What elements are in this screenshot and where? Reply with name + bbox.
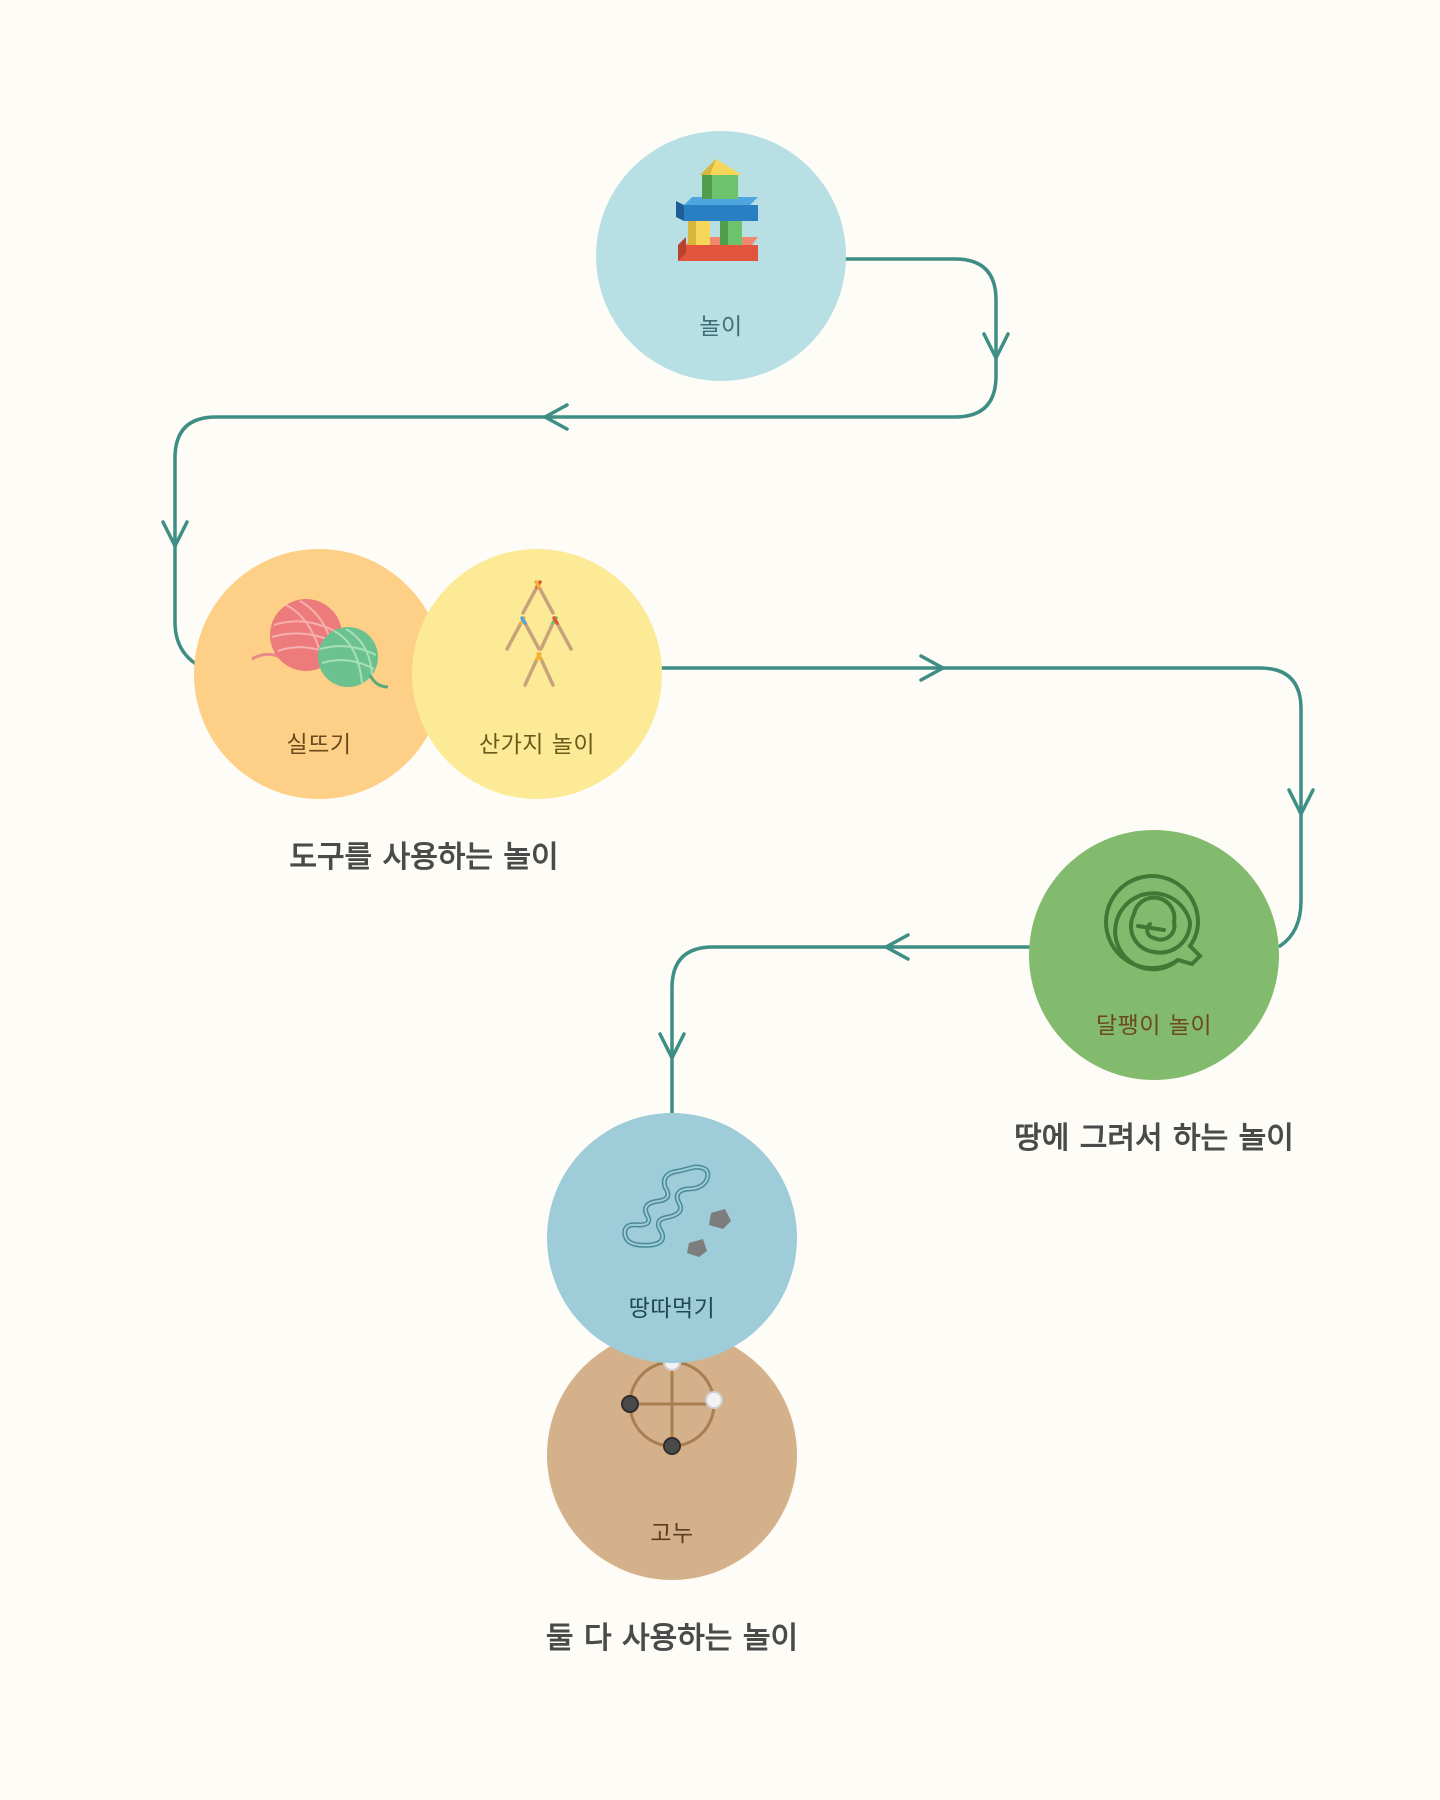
- node-gonu: 고누: [547, 1330, 797, 1580]
- node-land-grab: 땅따먹기: [547, 1113, 797, 1363]
- arrow-down-4: [658, 1032, 686, 1060]
- group-label-ground: 땅에 그려서 하는 놀이: [1014, 1121, 1294, 1156]
- node-play: 놀이: [596, 131, 846, 381]
- connector-play-to-tools: [173, 257, 998, 666]
- node-gonu-label: 고누: [650, 1521, 694, 1547]
- arrow-down-3: [1287, 788, 1315, 816]
- gonu-board-icon: [621, 1353, 723, 1455]
- arrow-left-2: [884, 933, 910, 961]
- node-string-figures: 실뜨기: [194, 549, 444, 799]
- building-blocks-icon: [676, 159, 758, 261]
- group-label-tools: 도구를 사용하는 놀이: [289, 840, 559, 875]
- yarn-balls-icon: [251, 599, 389, 689]
- spiral-icon: [1104, 874, 1203, 972]
- arrow-down-2: [161, 520, 189, 548]
- node-snail: 달팽이 놀이: [1029, 830, 1279, 1080]
- arrow-down-1: [982, 332, 1010, 360]
- node-play-label: 놀이: [699, 314, 743, 340]
- arrow-left-1: [543, 403, 569, 431]
- connector-tools-to-ground: [660, 666, 1303, 948]
- node-sticks-label: 산가지 놀이: [478, 732, 596, 758]
- node-string-figures-label: 실뜨기: [286, 732, 352, 758]
- arrow-right-1: [919, 654, 945, 682]
- node-snail-label: 달팽이 놀이: [1095, 1013, 1213, 1039]
- group-label-both: 둘 다 사용하는 놀이: [545, 1621, 799, 1656]
- node-land-grab-label: 땅따먹기: [628, 1296, 716, 1322]
- land-map-stones-icon: [622, 1164, 731, 1257]
- connector-ground-to-both: [670, 945, 1032, 1115]
- node-sticks: 산가지 놀이: [412, 549, 662, 799]
- counting-sticks-icon: [505, 580, 573, 687]
